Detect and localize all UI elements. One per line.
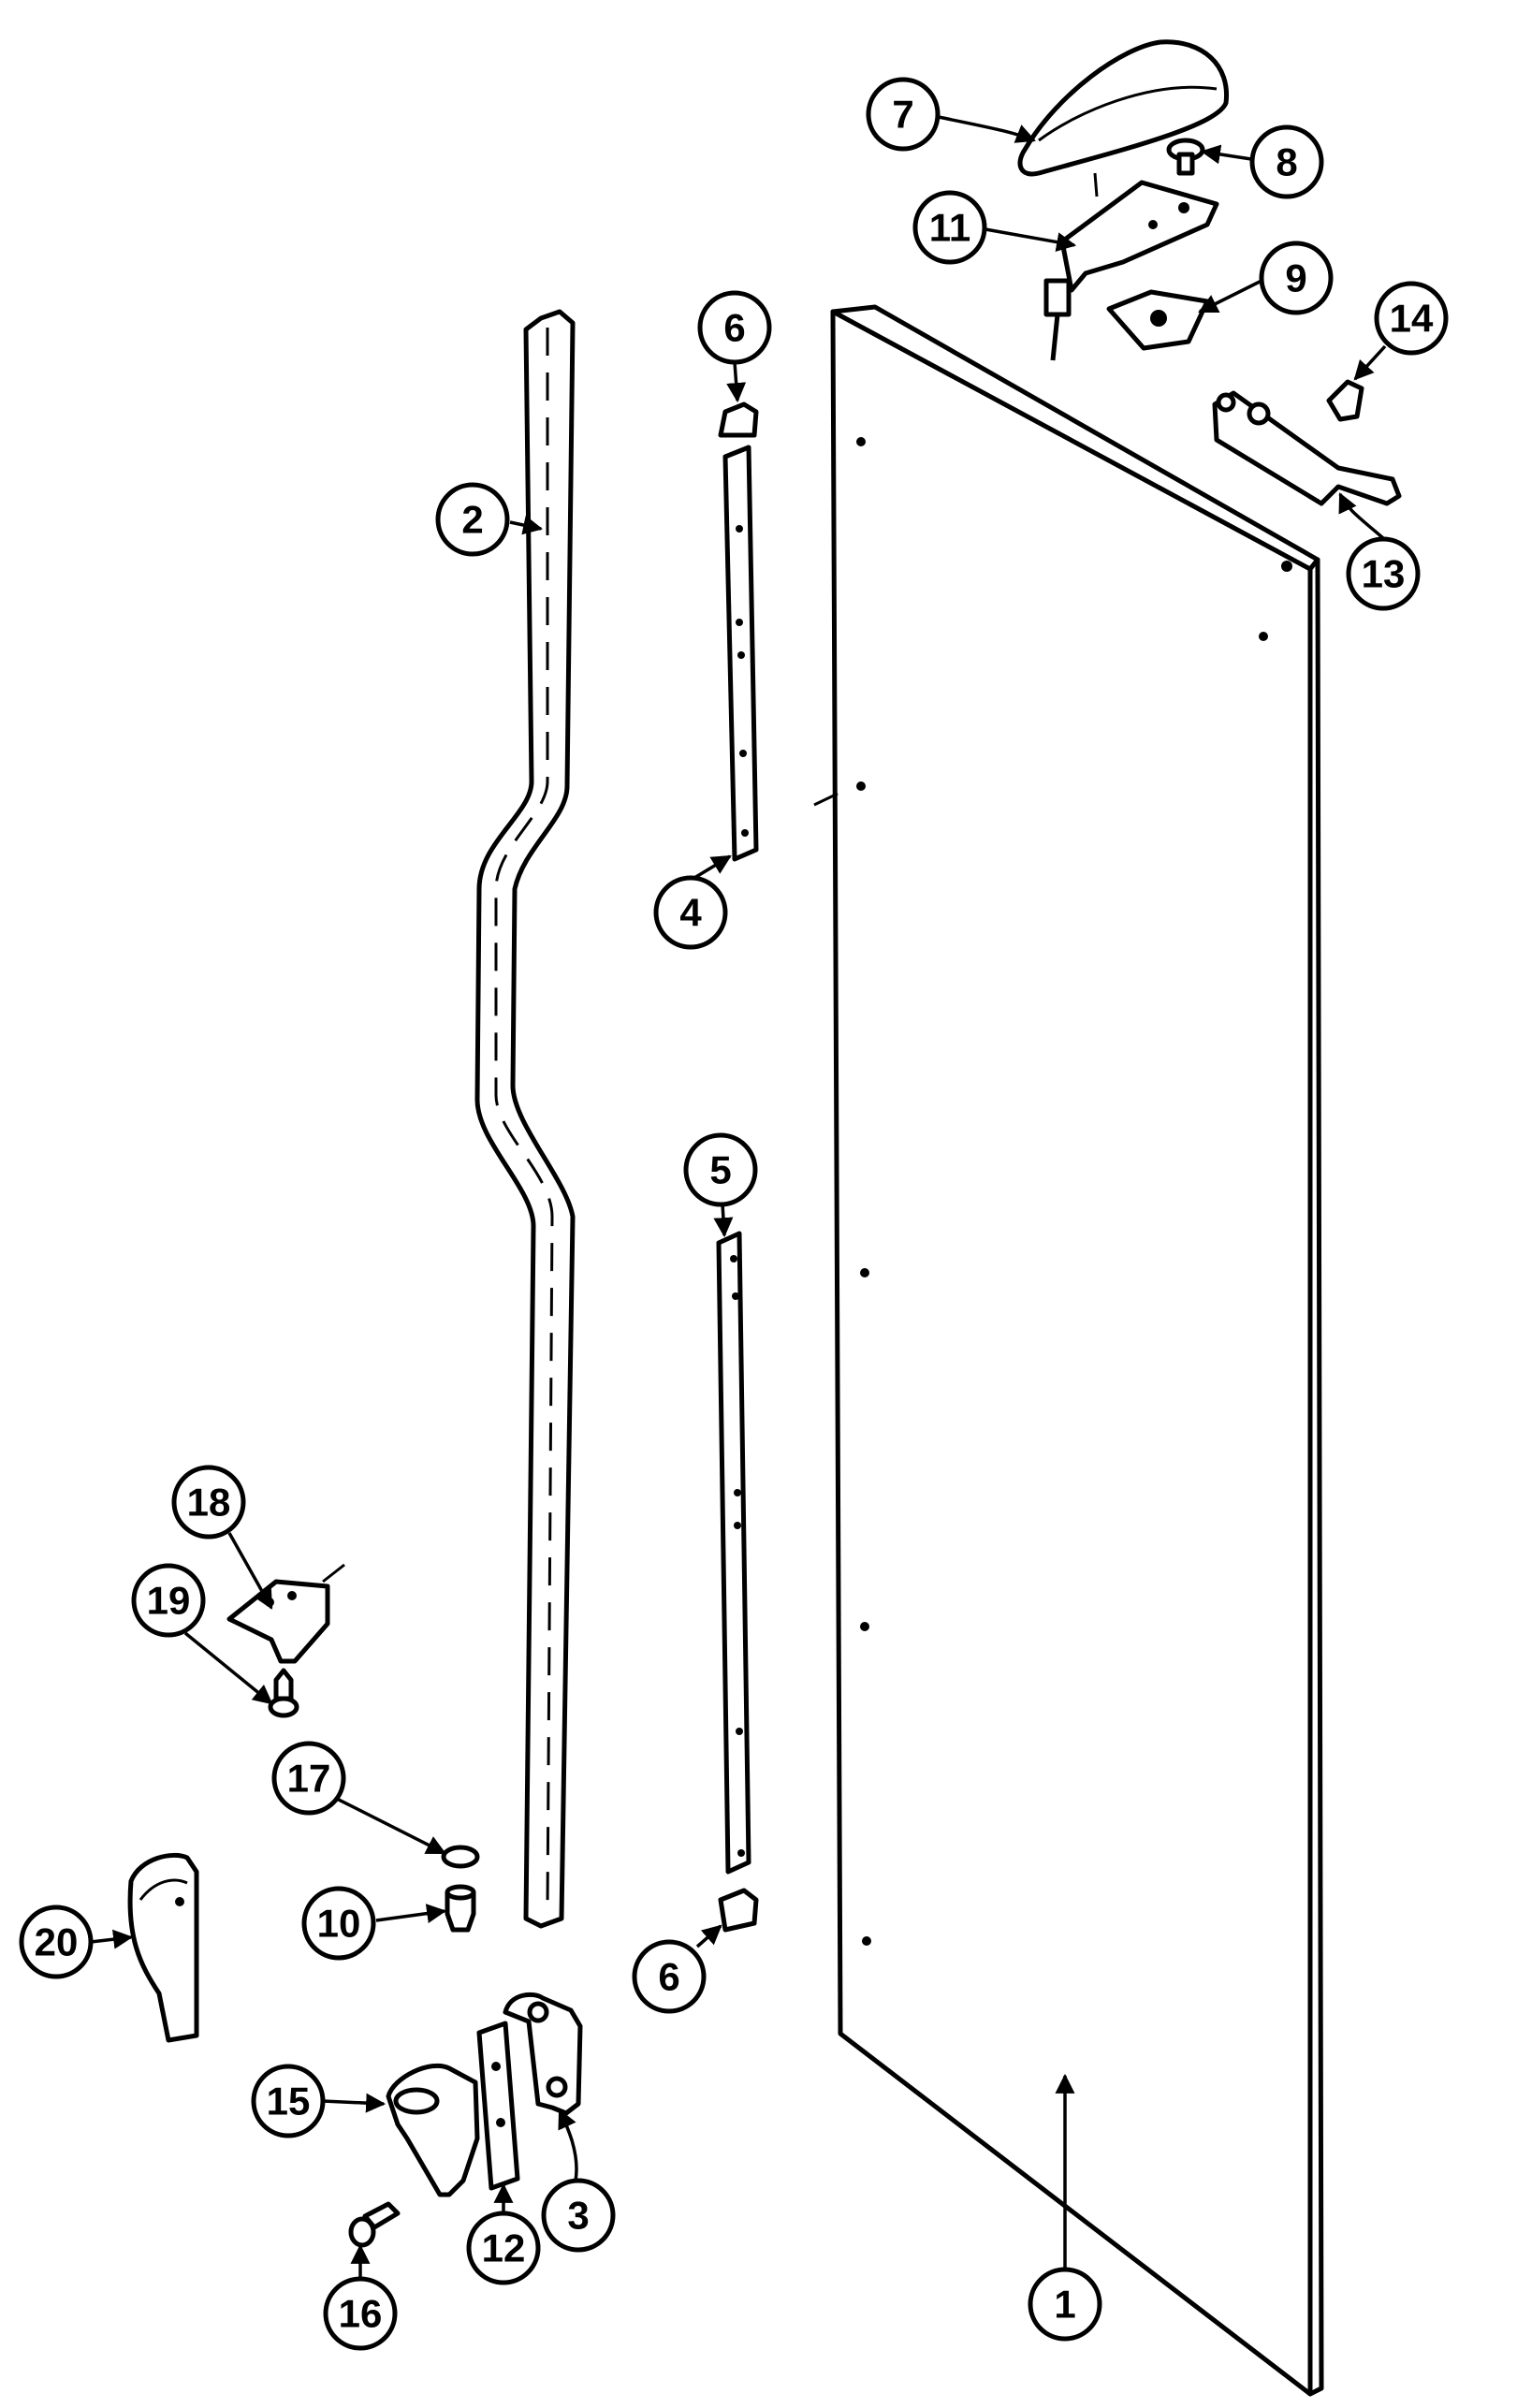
callouts: 1 2 3 4 5 6 6 7 8 9 10 11 12 13 14 15 16… [19, 77, 1449, 2351]
leader-18 [227, 1532, 273, 1610]
part-door-handle [474, 309, 576, 1929]
callout-10: 10 [301, 1886, 376, 1961]
callout-9: 9 [1259, 241, 1334, 315]
part-hinge-shim-plate [476, 2021, 520, 2191]
callout-20: 20 [19, 1905, 94, 1979]
callout-2: 2 [435, 482, 510, 557]
callout-11: 11 [912, 190, 987, 265]
part-washer [441, 1845, 480, 1869]
callout-label-5: 5 [709, 1148, 731, 1192]
callout-label-4: 4 [679, 891, 702, 935]
callout-13: 13 [1346, 536, 1421, 611]
callout-4: 4 [653, 875, 728, 950]
leader-7 [938, 115, 1036, 143]
callout-label-15: 15 [267, 2080, 311, 2123]
callout-5: 5 [683, 1132, 758, 1207]
leader-13 [1338, 492, 1385, 540]
part-screw-bracket [268, 1668, 299, 1718]
callout-label-6-bottom: 6 [658, 1955, 679, 1999]
callout-label-12: 12 [482, 2226, 526, 2270]
callout-19: 19 [131, 1563, 206, 1638]
leader-9 [1198, 279, 1262, 314]
callout-17: 17 [271, 1741, 346, 1816]
callout-label-8: 8 [1276, 140, 1297, 184]
callout-label-1: 1 [1054, 2283, 1075, 2327]
callout-6-bottom: 6 [632, 1939, 707, 2014]
callout-label-10: 10 [317, 1902, 361, 1946]
callout-12: 12 [466, 2211, 541, 2285]
leader-17 [336, 1797, 446, 1855]
part-handle-bracket [226, 1563, 345, 1664]
callout-label-14: 14 [1390, 297, 1434, 341]
callout-label-16: 16 [339, 2292, 383, 2336]
callout-14: 14 [1374, 281, 1449, 356]
leader-3 [558, 2109, 578, 2182]
part-screw-bottom [348, 2201, 401, 2248]
leader-19 [183, 1631, 273, 1705]
callout-label-20: 20 [35, 1920, 79, 1964]
part-bushing [445, 1884, 476, 1933]
part-hinge-bracket [1212, 390, 1402, 506]
callout-label-9: 9 [1285, 256, 1306, 300]
callout-label-7: 7 [892, 93, 913, 137]
leader-11 [985, 227, 1077, 253]
part-top-hinge [1043, 180, 1219, 361]
leader-14 [1353, 344, 1387, 381]
part-door-panel [813, 304, 1324, 2397]
leader-5 [713, 1203, 734, 1238]
callout-label-11: 11 [929, 206, 970, 250]
part-upper-trim-strip [722, 445, 759, 862]
callout-label-19: 19 [147, 1579, 191, 1623]
part-handle-end-cap [127, 1852, 199, 2043]
leader-8 [1200, 144, 1252, 165]
callout-label-17: 17 [287, 1757, 331, 1801]
callout-8: 8 [1249, 124, 1324, 199]
part-end-cap-top [718, 401, 759, 438]
callout-7: 7 [866, 77, 941, 152]
leader-lines [90, 115, 1387, 2279]
leader-20 [90, 1929, 134, 1949]
callout-label-6-top: 6 [723, 306, 745, 350]
part-lower-trim-strip [716, 1231, 751, 1875]
callout-18: 18 [171, 1465, 246, 1540]
leader-4 [693, 854, 732, 880]
callout-16: 16 [323, 2276, 398, 2351]
part-end-cap-bottom [718, 1888, 759, 1933]
callout-label-13: 13 [1362, 552, 1406, 596]
leader-2 [509, 515, 544, 535]
leader-15 [322, 2093, 387, 2113]
part-bottom-hinge [386, 2063, 480, 2197]
part-hinge-shim [1106, 289, 1210, 351]
callout-label-3: 3 [567, 2194, 589, 2238]
leader-6a [726, 361, 747, 403]
part-hinge-spacer [503, 1992, 583, 2116]
callout-6-top: 6 [697, 290, 772, 365]
callout-label-18: 18 [187, 1481, 231, 1525]
leader-6b [695, 1924, 722, 1948]
callout-15: 15 [251, 2064, 326, 2138]
callout-label-2: 2 [461, 498, 483, 542]
leader-10 [375, 1904, 447, 1923]
part-clip [1326, 379, 1364, 422]
part-screw-top-hinge [1166, 138, 1205, 176]
callout-3: 3 [541, 2178, 616, 2253]
callout-1: 1 [1028, 2267, 1102, 2342]
part-hinge-cover [1017, 39, 1230, 197]
